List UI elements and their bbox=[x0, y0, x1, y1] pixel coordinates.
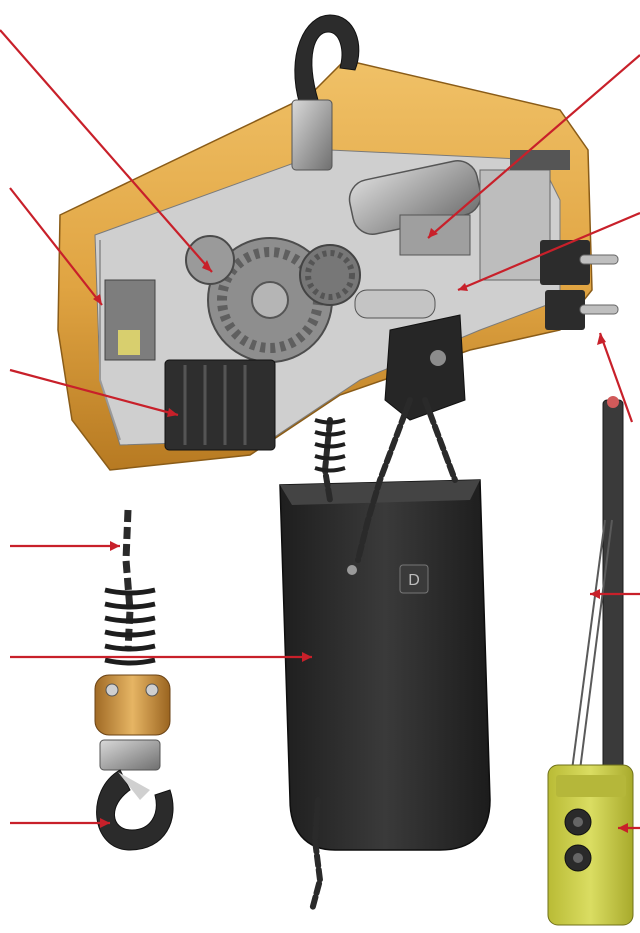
chain-bag: D bbox=[279, 479, 491, 851]
motor bbox=[348, 160, 482, 319]
load-chain bbox=[309, 397, 458, 913]
callout-arrowheads bbox=[93, 228, 628, 833]
callouts bbox=[0, 29, 640, 830]
chain-bag-marking: D bbox=[408, 572, 420, 589]
callout-line-motor bbox=[427, 54, 640, 239]
callout-line-gearbox bbox=[0, 29, 213, 273]
chain-container-icon bbox=[279, 479, 491, 851]
pendant-assembly bbox=[547, 396, 634, 926]
brake-unit bbox=[104, 279, 156, 361]
contactor-block-icon bbox=[164, 359, 276, 451]
bottom-hook bbox=[94, 509, 174, 851]
chain-guide bbox=[384, 314, 466, 421]
gearbox bbox=[185, 235, 361, 363]
chain-spring bbox=[314, 418, 346, 473]
callout-line-electrical bbox=[598, 332, 634, 423]
pendant-control-icon bbox=[547, 764, 634, 926]
cable-icon bbox=[602, 399, 624, 781]
top-hook bbox=[291, 14, 360, 171]
load-hook-icon bbox=[96, 769, 174, 851]
load-chain-detail bbox=[122, 509, 134, 651]
chain-icon bbox=[355, 397, 413, 563]
callout-line-brake bbox=[9, 187, 103, 306]
electrical-compartment bbox=[479, 150, 619, 330]
contactor bbox=[164, 359, 276, 451]
suspension-hook-icon bbox=[294, 14, 360, 106]
callout-line-contactor bbox=[9, 368, 179, 417]
callout-line-chain-guide bbox=[457, 211, 640, 292]
